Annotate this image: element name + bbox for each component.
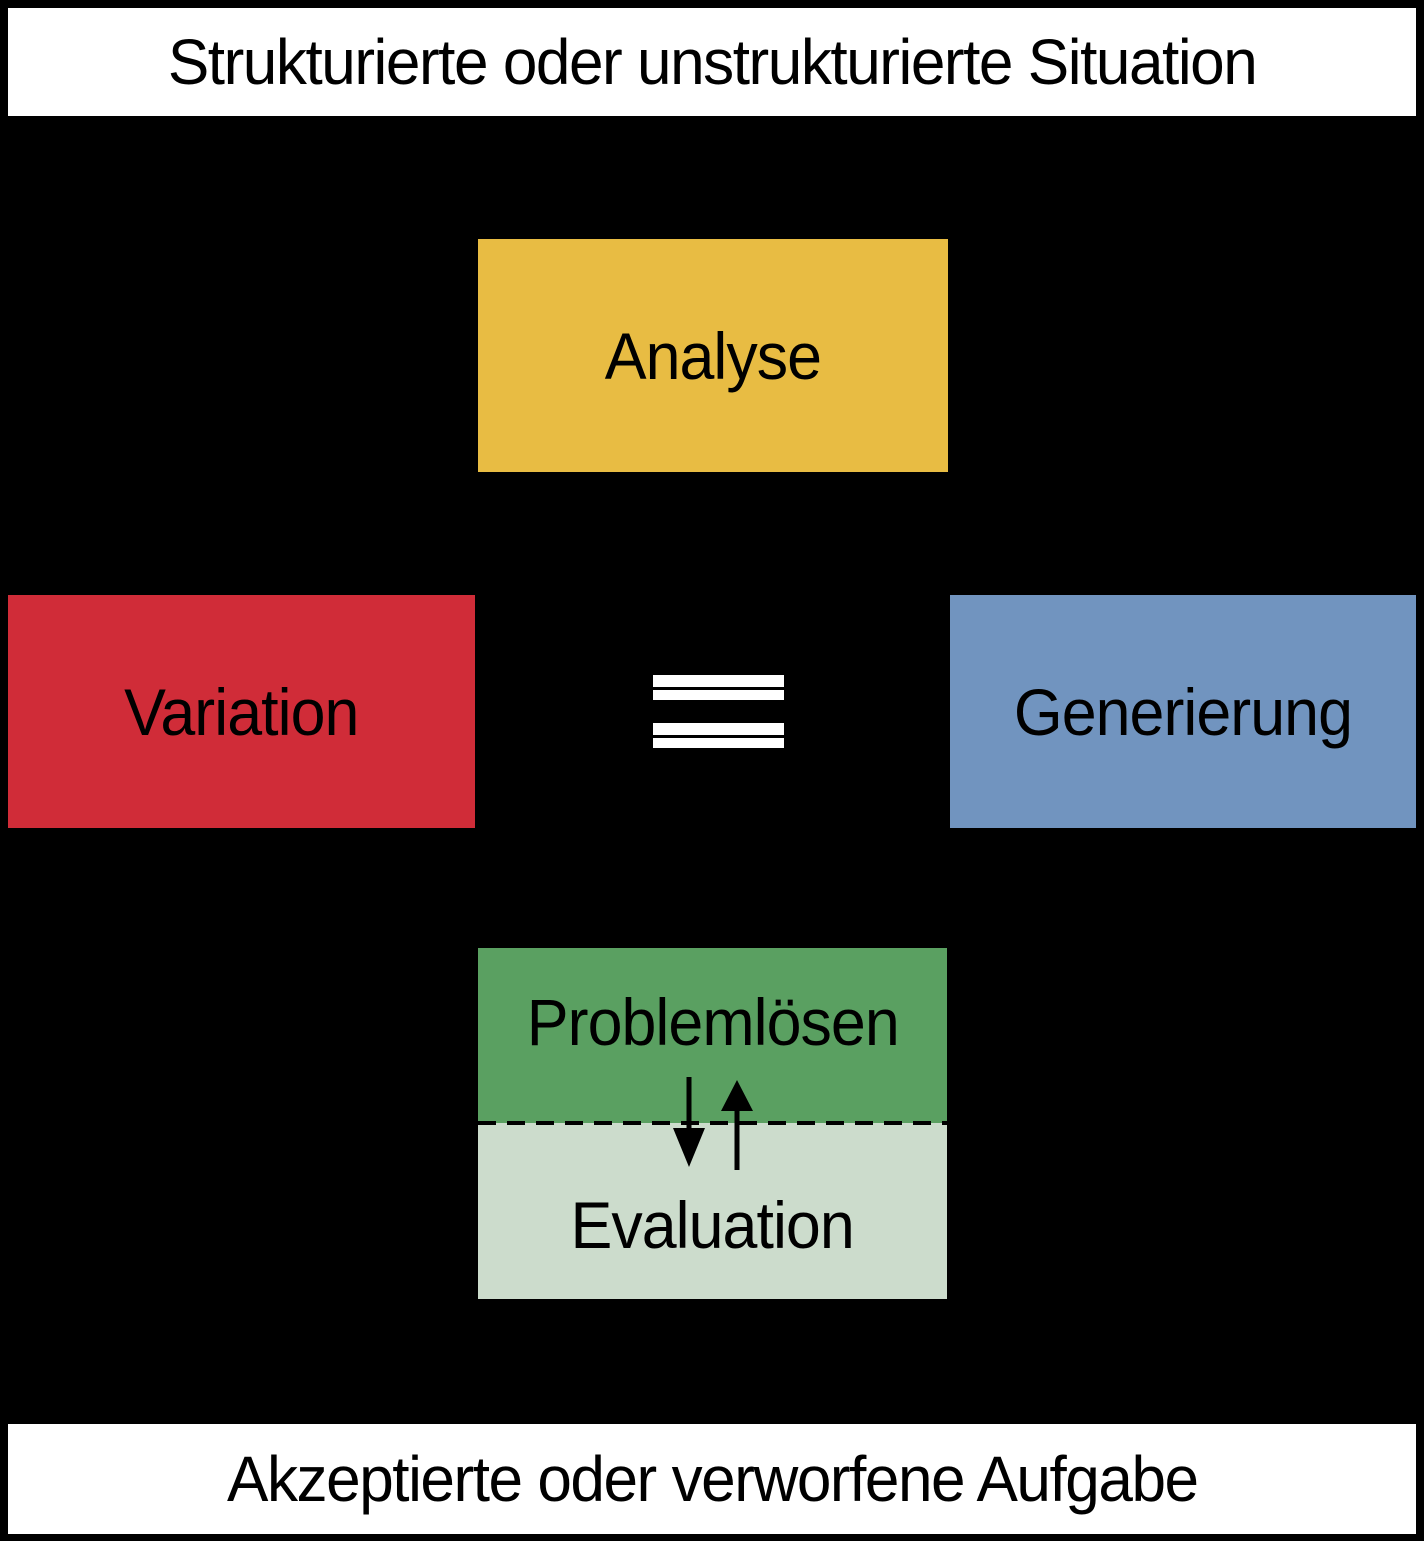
equivalence-bar [653,738,784,748]
equivalence-icon [653,675,784,748]
analyse-box: Analyse [478,239,948,472]
bottom-banner: Akzeptierte oder verworfene Aufgabe [8,1424,1416,1534]
generierung-label: Generierung [1013,674,1353,749]
top-banner-label: Strukturierte oder unstrukturierte Situa… [167,26,1258,98]
equivalence-bar [653,675,784,687]
equivalence-bar [653,690,784,700]
problemloesen-label: Problemlösen [526,984,900,1059]
problemloesen-section: Problemlösen [478,948,947,1123]
generierung-box: Generierung [950,595,1416,828]
variation-box: Variation [8,595,475,828]
dashed-divider [478,1121,947,1125]
evaluation-section: Evaluation [478,1123,947,1299]
analyse-label: Analyse [604,318,822,393]
problemloesen-evaluation-box: Problemlösen Evaluation [478,948,947,1299]
variation-label: Variation [124,674,359,749]
top-banner: Strukturierte oder unstrukturierte Situa… [8,8,1416,116]
evaluation-label: Evaluation [570,1188,855,1262]
equivalence-bar [653,723,784,735]
bottom-banner-label: Akzeptierte oder verworfene Aufgabe [226,1443,1199,1515]
